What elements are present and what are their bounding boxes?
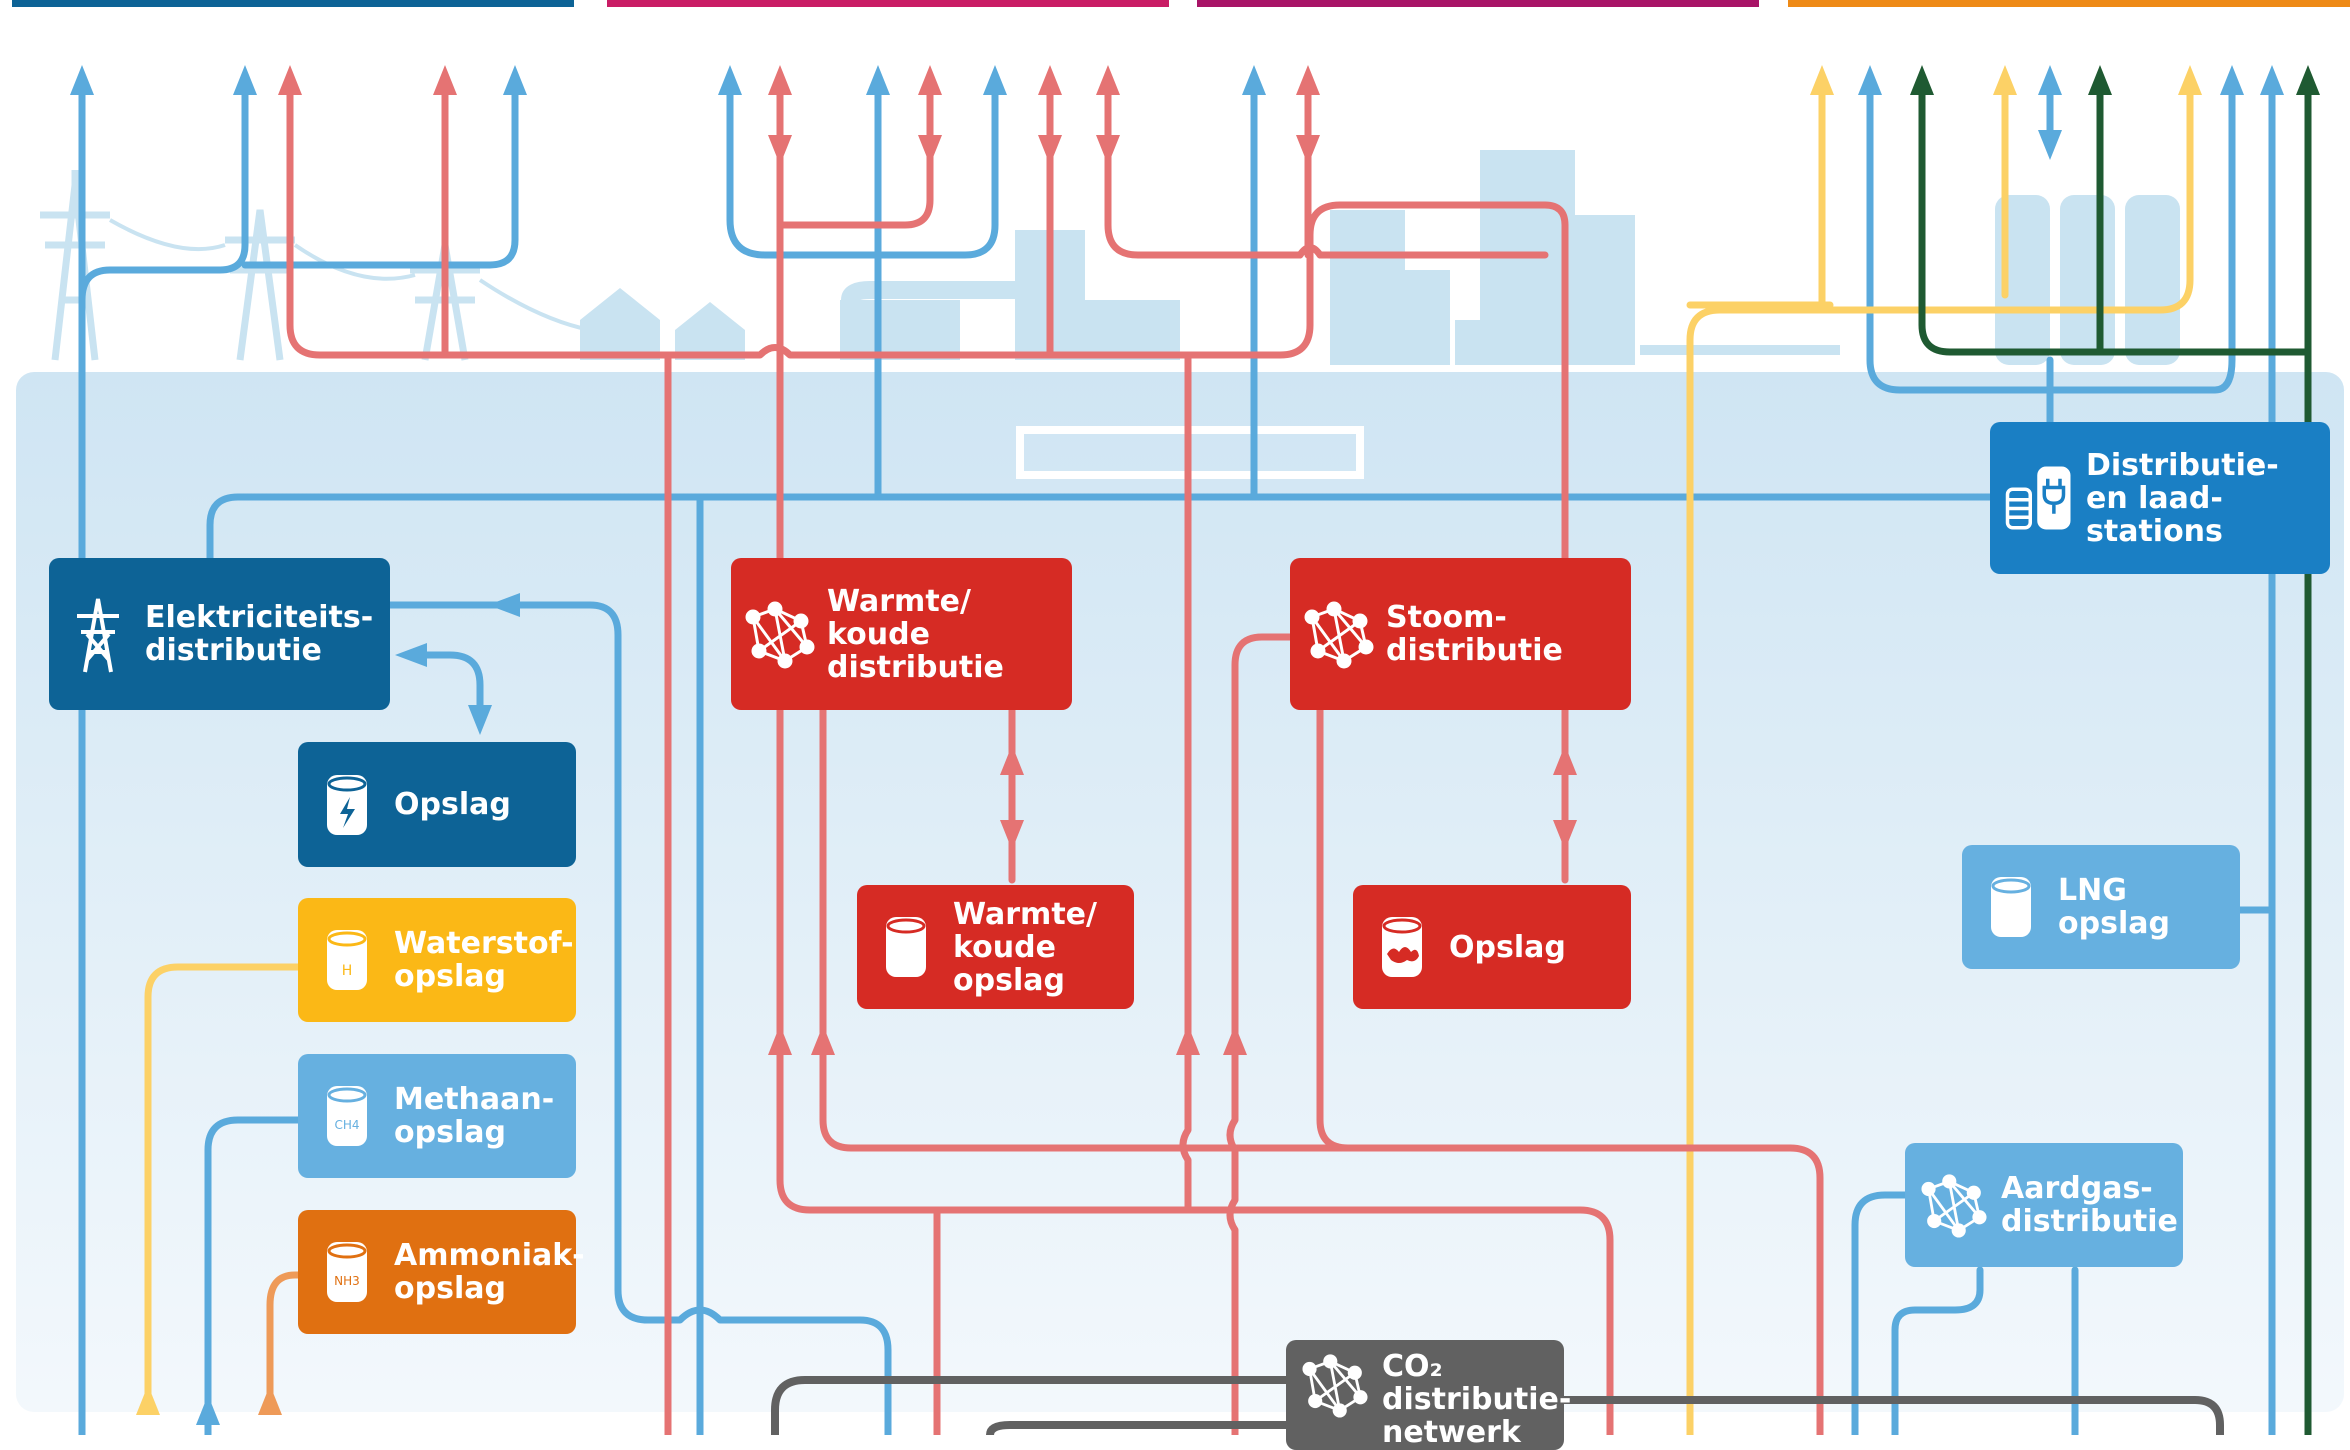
methane-tank-icon: CH4 — [312, 1081, 382, 1151]
electricity-lines — [78, 76, 2276, 1435]
node-label: Distributie- en laad- stations — [2086, 447, 2279, 549]
node-label: Stoom- distributie — [1386, 600, 1563, 668]
node-label: Warmte/ koude distributie — [827, 583, 1004, 685]
charging-station-icon — [2004, 463, 2074, 533]
ammonia-tank-icon: NH3 — [312, 1237, 382, 1307]
node-distributie-laadstations: Distributie- en laad- stations — [1990, 422, 2330, 574]
house-illustration — [580, 288, 745, 360]
top-bar-fuels — [1788, 0, 2350, 7]
tank-text: CH4 — [334, 1118, 359, 1132]
node-aardgasdistributie: Aardgas- distributie — [1905, 1143, 2183, 1267]
pylon-icon — [63, 598, 133, 673]
city-buildings-illustration — [1330, 150, 1840, 365]
node-opslag-elektriciteit: Opslag — [298, 742, 576, 867]
node-label: Waterstof- opslag — [394, 926, 574, 994]
top-bar-steam — [1197, 0, 1759, 7]
node-label: Elektriciteits- distributie — [145, 600, 374, 668]
ammonia-green-lines — [1918, 76, 2312, 1435]
network-icon — [1919, 1170, 1989, 1240]
heat-lines — [286, 76, 1824, 1435]
node-elektriciteitsdistributie: Elektriciteits- distributie — [49, 558, 390, 710]
node-lng-opslag: LNG opslag — [1962, 845, 2240, 969]
node-label: Opslag — [394, 787, 511, 822]
node-label: LNG opslag — [2058, 873, 2170, 941]
co2-lines — [771, 1376, 2224, 1435]
hydrogen-tank-icon: H — [312, 925, 382, 995]
node-label: CO₂ distributie- netwerk — [1382, 1349, 1572, 1450]
node-opslag-stoom: Opslag — [1353, 885, 1631, 1009]
node-waterstofopslag: H Waterstof- opslag — [298, 898, 576, 1022]
tank-text: H — [342, 963, 353, 979]
node-label: Ammoniak- opslag — [394, 1238, 585, 1306]
top-bar-heat — [607, 0, 1169, 7]
node-stoomdistributie: Stoom- distributie — [1290, 558, 1631, 710]
cold-storage-illustration — [1995, 195, 2180, 365]
network-icon — [1300, 1350, 1370, 1420]
pylon-illustration — [40, 170, 591, 361]
node-warmte-koude-opslag: Warmte/ koude opslag — [857, 885, 1134, 1009]
node-co2-distributienetwerk: CO₂ distributie- netwerk — [1286, 1340, 1571, 1450]
battery-icon — [312, 770, 382, 840]
network-icon — [745, 599, 815, 669]
background-band — [16, 372, 2344, 1412]
flow-arrows — [70, 65, 2320, 1425]
lng-tank-icon — [1976, 872, 2046, 942]
tank-text: NH3 — [334, 1274, 360, 1288]
hydrogen-lines — [144, 76, 2194, 1435]
node-label: Aardgas- distributie — [2001, 1171, 2178, 1239]
node-methaanopslag: CH4 Methaan- opslag — [298, 1054, 576, 1178]
node-label: Methaan- opslag — [394, 1082, 555, 1150]
node-label: Opslag — [1449, 929, 1566, 965]
steam-tank-icon — [1367, 912, 1437, 982]
tank-icon — [871, 912, 941, 982]
node-label: Warmte/ koude opslag — [953, 896, 1097, 998]
node-ammoniakopslag: NH3 Ammoniak- opslag — [298, 1210, 585, 1334]
top-bar-electricity — [12, 0, 574, 7]
ammonia-line — [266, 1271, 304, 1404]
top-bars — [12, 0, 2350, 7]
node-warmte-koude-distributie: Warmte/ koude distributie — [731, 558, 1072, 710]
network-icon — [1304, 599, 1374, 669]
